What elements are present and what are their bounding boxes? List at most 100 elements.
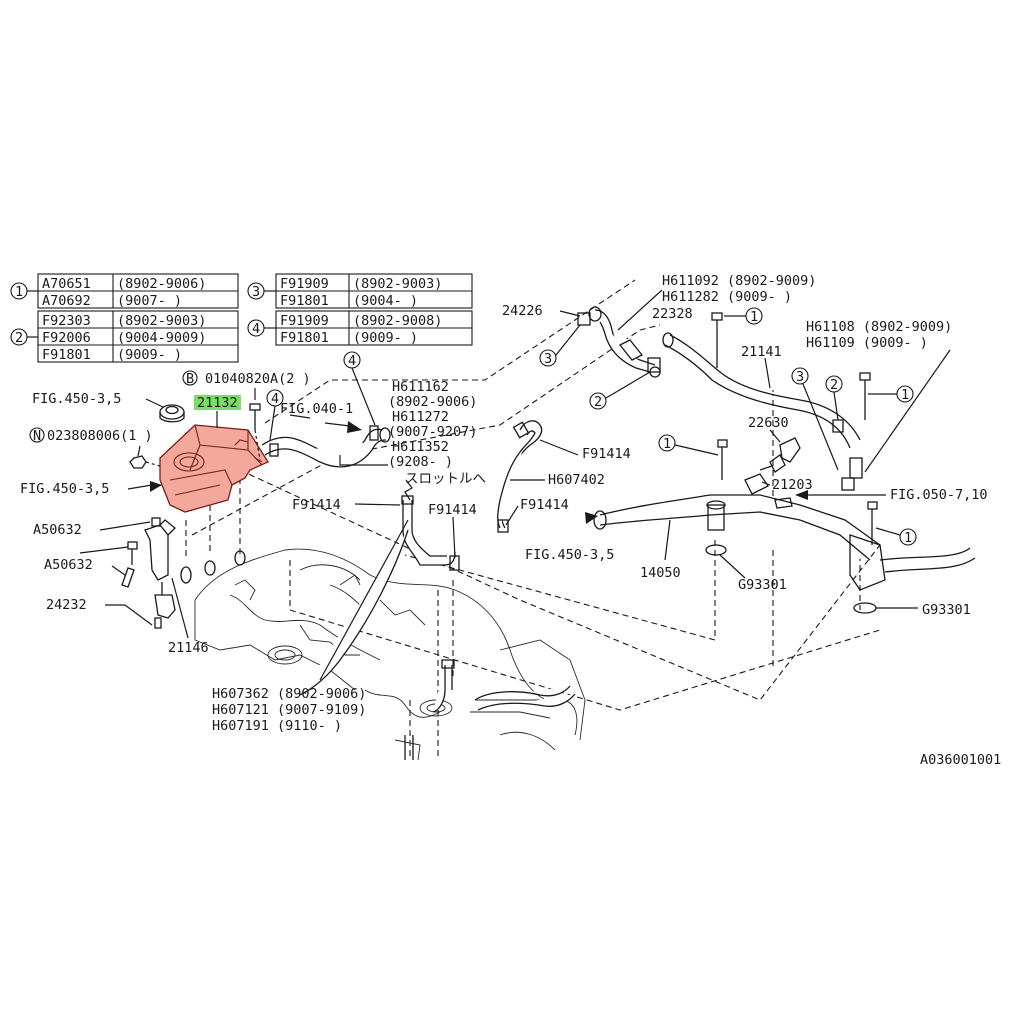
diagram-reference-code: A036001001	[920, 752, 1001, 768]
legend-1-part-2: A70692	[42, 293, 91, 309]
hose-h611092[interactable]	[577, 306, 661, 378]
legend-marker-1: 1	[15, 284, 23, 300]
legend-3-date-2: (9004- )	[353, 293, 418, 309]
h607191-label[interactable]: H607191 (9110- )	[212, 718, 342, 734]
legend-2-date-2: (9004-9009)	[117, 330, 206, 346]
bolt-22328	[711, 312, 723, 368]
marker-4-hose: 4	[348, 353, 356, 369]
bolt-pipe-2	[867, 501, 878, 545]
marker-3-right: 3	[796, 369, 804, 385]
legend-group-4: 4 F91909 (8902-9008) F91801 (9009- )	[247, 310, 473, 346]
legend-2-part-2: F92006	[42, 330, 91, 346]
marker-3-24226: 3	[544, 351, 552, 367]
coolant-reservoir-tank[interactable]	[159, 424, 269, 513]
hose-h607362[interactable]	[299, 529, 576, 760]
fig050-label[interactable]: FIG.050-7,10	[890, 487, 988, 503]
legend-4-part-2: F91801	[280, 330, 329, 346]
leader-fig450-top	[145, 398, 164, 408]
h611162-label[interactable]: H611162	[392, 379, 449, 395]
f91414-a-label[interactable]: F91414	[292, 497, 341, 513]
legend-group-3: 3 F91909 (8902-9003) F91801 (9004- )	[247, 273, 473, 309]
h607402-label[interactable]: H607402	[548, 472, 605, 488]
leader-h607362	[319, 519, 409, 681]
clip	[121, 567, 135, 588]
h611272-date: (9007-9207)	[388, 424, 477, 440]
legend-marker-3: 3	[252, 284, 260, 300]
throttle-hose[interactable]	[401, 495, 460, 571]
legend-2-part-3: F91801	[42, 347, 91, 363]
sensor-22630[interactable]	[759, 437, 801, 473]
legend-2-date-3: (9009- )	[117, 347, 182, 363]
marker-1-22328: 1	[750, 309, 758, 325]
legend-3-part-2: F91801	[280, 293, 329, 309]
h611272-label[interactable]: H611272	[392, 409, 449, 425]
bolt-right-top	[859, 372, 871, 420]
p24232-label[interactable]: 24232	[46, 597, 87, 613]
marker-4-tank: 4	[271, 391, 279, 407]
legend-marker-4: 4	[252, 321, 260, 337]
g93301-a-label[interactable]: G93301	[738, 577, 787, 593]
legend-1-date-2: (9007- )	[117, 293, 182, 309]
bolt-pipe-1	[717, 439, 728, 480]
marker-1-pipe: 1	[663, 436, 671, 452]
g93301-b-label[interactable]: G93301	[922, 602, 971, 618]
marker-1-right: 1	[901, 387, 909, 403]
h611162-date: (8902-9006)	[388, 394, 477, 410]
switch-21203[interactable]	[744, 473, 769, 495]
legend-1-date-1: (8902-9006)	[117, 276, 206, 292]
legend-marker-2: 2	[15, 330, 23, 346]
coolant-pipe-14050[interactable]	[585, 494, 976, 614]
bolt-a50632	[127, 541, 138, 565]
marker-1-pipe-right: 1	[904, 530, 912, 546]
fig040-label[interactable]: FIG.040-1	[280, 401, 353, 417]
marker-b: B	[186, 371, 194, 387]
throttle-label: スロットルへ	[405, 471, 486, 487]
p21203-label[interactable]: 21203	[772, 477, 813, 493]
h611352-date: (9208- )	[388, 454, 453, 470]
reservoir-cap	[159, 404, 185, 423]
h611282-label[interactable]: H611282 (9009- )	[662, 289, 792, 305]
hose-h611162[interactable]	[261, 425, 391, 468]
fig450-mid-label[interactable]: FIG.450-3,5	[525, 547, 614, 563]
legend-group-1: 1 A70651 (8902-9006) A70692 (9007- )	[10, 273, 239, 309]
part-21132-highlight	[194, 395, 241, 410]
legend-3-part-1: F91909	[280, 276, 329, 292]
legend-4-date-2: (9009- )	[353, 330, 418, 346]
p21146-label[interactable]: 21146	[168, 640, 209, 656]
dashed-reference-lines	[185, 279, 881, 760]
marker-2-hose: 2	[594, 394, 602, 410]
a50632-b-label[interactable]: A50632	[44, 557, 93, 573]
clamp-right	[832, 419, 844, 433]
legend-2-part-1: F92303	[42, 313, 91, 329]
legend-4-part-1: F91909	[280, 313, 329, 329]
hose-h607402[interactable]	[497, 420, 543, 533]
nut-n-label: 023808006(1 )	[47, 428, 153, 444]
h611092-label[interactable]: H611092 (8902-9009)	[662, 273, 816, 289]
h611352-label[interactable]: H611352	[392, 439, 449, 455]
p14050-label[interactable]: 14050	[640, 565, 681, 581]
legend-3-date-1: (8902-9003)	[353, 276, 442, 292]
p22630-label[interactable]: 22630	[748, 415, 789, 431]
legend-4-date-1: (8902-9008)	[353, 313, 442, 329]
h61109-label[interactable]: H61109 (9009- )	[806, 335, 928, 351]
legend-group-2: 2 F92303 (8902-9003) F92006 (9004-9009) …	[10, 310, 239, 363]
h607121-label[interactable]: H607121 (9007-9109)	[212, 702, 366, 718]
a50632-a-label[interactable]: A50632	[33, 522, 82, 538]
marker-2-right: 2	[830, 377, 838, 393]
marker-n: N	[33, 428, 41, 444]
h61108-label[interactable]: H61108 (8902-9009)	[806, 319, 952, 335]
nut-n: N 023808006(1 )	[29, 427, 161, 469]
p22328-label[interactable]: 22328	[652, 306, 693, 322]
legend-1-part-1: A70651	[42, 276, 91, 292]
f91414-d-label[interactable]: F91414	[520, 497, 569, 513]
fig450-left-label[interactable]: FIG.450-3,5	[20, 481, 109, 497]
f91414-c-label[interactable]: F91414	[582, 446, 631, 462]
h607362-label[interactable]: H607362 (8902-9006)	[212, 686, 366, 702]
p21141-label[interactable]: 21141	[741, 344, 782, 360]
bolt-b: B 01040820A(2 )	[182, 370, 311, 461]
f91414-b-label[interactable]: F91414	[428, 502, 477, 518]
fig450-top-label[interactable]: FIG.450-3,5	[32, 391, 121, 407]
p24226-label[interactable]: 24226	[502, 303, 543, 319]
part-21132-label: 21132	[197, 395, 238, 411]
